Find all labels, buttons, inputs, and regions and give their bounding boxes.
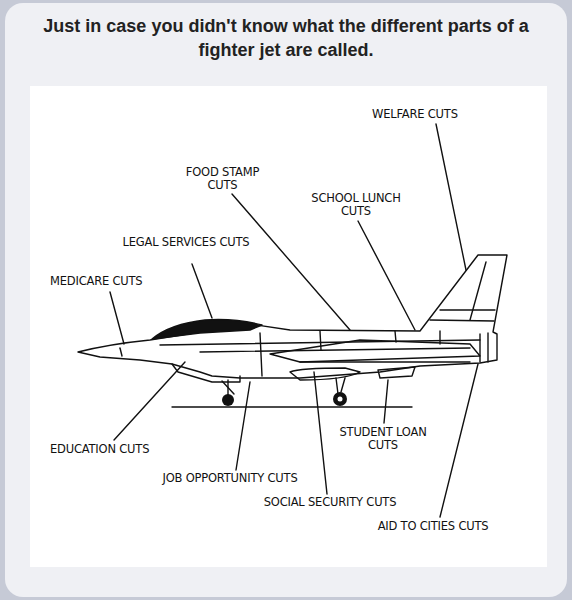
part-label: MEDICARE CUTS (50, 275, 142, 288)
part-label: LEGAL SERVICES CUTS (120, 236, 252, 249)
part-label: STUDENT LOAN CUTS (326, 426, 440, 452)
part-label: EDUCATION CUTS (50, 443, 149, 456)
part-label: AID TO CITIES CUTS (374, 520, 492, 533)
part-label: JOB OPPORTUNITY CUTS (156, 472, 304, 485)
part-label: WELFARE CUTS (372, 108, 458, 121)
part-label: FOOD STAMP CUTS (175, 166, 270, 192)
title: Just in case you didn't know what the di… (40, 14, 532, 62)
part-label: SCHOOL LUNCH CUTS (300, 192, 412, 218)
part-label: SOCIAL SECURITY CUTS (256, 496, 404, 509)
